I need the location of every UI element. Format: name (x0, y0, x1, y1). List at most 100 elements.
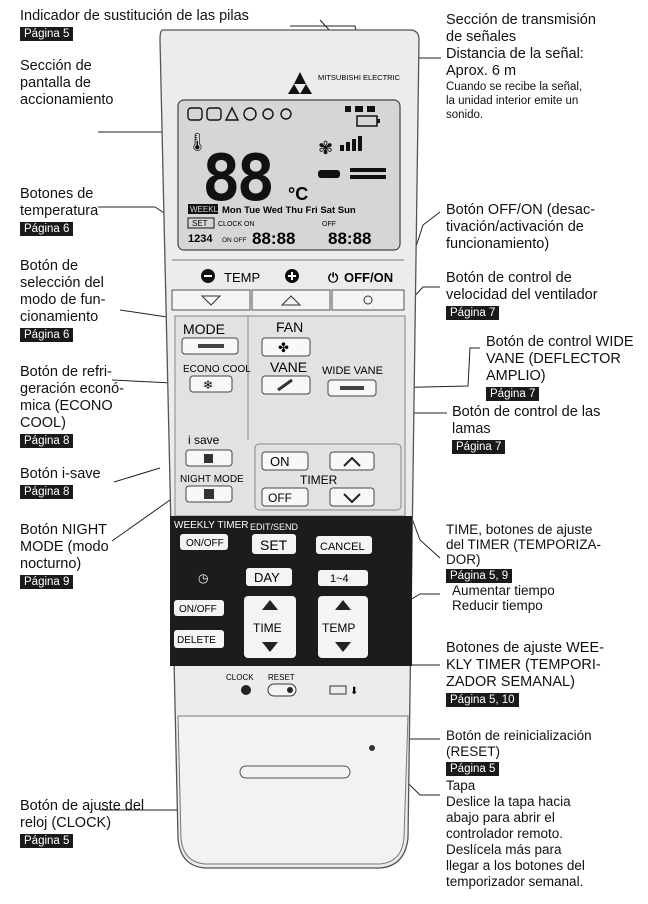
timer-off-label: OFF (268, 491, 292, 505)
night-mode-text: Botón NIGHT MODE (modo nocturno) (20, 522, 109, 572)
page-badge: Página 5, 10 (446, 693, 519, 707)
weekly-timer-text: Botones de ajuste WEE- KLY TIMER (TEMPOR… (446, 640, 604, 690)
cancel-button-text: CANCEL (320, 541, 365, 553)
page-badge: Página 8 (20, 434, 74, 448)
battery-indicator-text: Indicador de sustitución de las pilas (20, 8, 249, 24)
i-save-icon (204, 454, 213, 463)
weekly-on-off-button[interactable] (180, 534, 228, 550)
timer-off-button[interactable] (261, 487, 309, 507)
cover-label: Tapa Deslice la tapa hacia abajo para ab… (446, 778, 585, 890)
display-section-text: Sección de pantalla de accionamiento (20, 58, 114, 108)
page-badge: Página 7 (446, 306, 500, 320)
increase-time-text: Aumentar tiempo (452, 583, 555, 598)
edit-send-label: EDIT/SEND (250, 522, 299, 532)
wide-vane-text: Botón de control WIDE VANE (DEFLECTOR AM… (486, 334, 634, 384)
off-on-button[interactable] (331, 289, 405, 311)
weekly-timer-buttons-label: Botones de ajuste WEE- KLY TIMER (TEMPOR… (446, 640, 604, 708)
lcd-days: Mon Tue Wed Thu Fri Sat Sun (222, 205, 356, 216)
mode-label: MODE (183, 321, 225, 337)
set-button[interactable] (252, 534, 296, 554)
mode-button-mark (198, 344, 224, 348)
clock-label: CLOCK (226, 673, 254, 682)
cover-dot (369, 745, 375, 751)
clock-on-text: CLOCK ON (218, 221, 255, 228)
svg-text:✾: ✾ (318, 138, 333, 158)
day-button[interactable] (246, 568, 292, 586)
page-badge: Página 7 (452, 440, 506, 454)
time-rocker-button[interactable] (244, 596, 296, 658)
down-triangle-icon (200, 295, 222, 306)
reset-button[interactable] (267, 683, 297, 697)
clock-button-label: Botón de ajuste del reloj (CLOCK) Página… (20, 798, 144, 849)
page-badge: Página 5, 9 (446, 569, 513, 583)
timer-on-button[interactable] (261, 451, 309, 471)
lcd-mode-icons (187, 106, 292, 121)
set-indicator (187, 217, 215, 229)
delete-button[interactable] (174, 630, 224, 648)
cover-grip (239, 765, 351, 779)
temp-buttons-label: Botones de temperatura Página 6 (20, 186, 98, 237)
night-mode-icon (204, 489, 214, 499)
mitsubishi-logo: MITSUBISHI ELECTRIC (288, 72, 401, 94)
temp-down-button[interactable] (171, 289, 251, 311)
weekly-indicator (188, 204, 218, 214)
one-to-four-button[interactable] (318, 570, 368, 586)
fan-label: FAN (276, 319, 303, 335)
wide-vane-icon (340, 386, 364, 390)
timer-up-button[interactable] (329, 451, 375, 471)
lcd-screen (177, 99, 401, 251)
clock-icon: ◷ (198, 571, 208, 585)
transmission-note: Cuando se recibe la señal, la unidad int… (446, 81, 583, 121)
temp-down-icon (335, 642, 351, 652)
off-on-label: OFF/ON (344, 270, 393, 285)
on-off-2-text: ON/OFF (179, 604, 217, 615)
vane-icon-button (277, 378, 293, 392)
on-off-button-2[interactable] (174, 600, 224, 616)
vane-icon (318, 168, 386, 179)
mode-select-label: Botón de selección del modo de fun- cion… (20, 258, 105, 343)
lcd-time-1: 88:88 (252, 229, 295, 248)
weekly-text: WEEKLY (190, 205, 223, 214)
night-mode-button-label: Botón NIGHT MODE (modo nocturno) Página … (20, 522, 109, 590)
econo-cool-button[interactable] (189, 375, 233, 393)
timer-group (254, 443, 402, 511)
page-badge: Página 5 (20, 834, 74, 848)
transmission-text: Sección de transmisión de señales Distan… (446, 12, 596, 79)
day-button-text: DAY (254, 570, 280, 585)
one-to-four-text: 1~4 (330, 573, 349, 585)
slide-cover[interactable] (177, 715, 409, 865)
off-text: OFF (322, 221, 336, 228)
power-icon: ⏻ (328, 270, 339, 285)
wide-vane-label: WIDE VANE (322, 365, 383, 377)
vane-text: Botón de control de las lamas (452, 404, 601, 437)
page-badge: Página 7 (486, 387, 540, 401)
temp-rocker-button[interactable] (318, 596, 368, 658)
cover-text: Tapa Deslice la tapa hacia abajo para ab… (446, 778, 585, 889)
reset-label: RESET (268, 673, 295, 682)
clock-button[interactable] (241, 685, 251, 695)
fan-icon: ✤ (278, 340, 289, 355)
cancel-button[interactable] (316, 536, 372, 554)
battery-slot-icon (329, 685, 347, 695)
timer-buttons-text: TIME, botones de ajuste del TIMER (TEMPO… (446, 522, 602, 567)
night-mode-label: NIGHT MODE (180, 474, 244, 485)
temp-rocker-label: TEMP (322, 621, 355, 635)
program-numbers: 1234 (188, 233, 213, 245)
i-save-button-label: Botón i-save Página 8 (20, 466, 101, 500)
temp-up-button[interactable] (251, 289, 331, 311)
on-off-small: ON OFF (222, 237, 247, 244)
weekly-timer-label: WEEKLY TIMER (174, 520, 248, 531)
temp-label: TEMP (224, 270, 260, 285)
display-section-label: Sección de pantalla de accionamiento (20, 58, 114, 109)
reset-button-label: Botón de reinicialización (RESET) Página… (446, 728, 592, 776)
thermometer-icon: 🌡 (186, 132, 209, 152)
time-rocker-label: TIME (253, 621, 282, 635)
i-save-label: i save (188, 433, 220, 447)
fan-speed-label: Botón de control de velocidad del ventil… (446, 270, 598, 321)
econo-label: ECONO COOL (183, 364, 251, 375)
minus-icon-bar (204, 275, 212, 277)
fan-button[interactable] (261, 337, 311, 357)
fan-speed-icon: ✾ (318, 136, 362, 158)
timer-down-button[interactable] (329, 487, 375, 507)
